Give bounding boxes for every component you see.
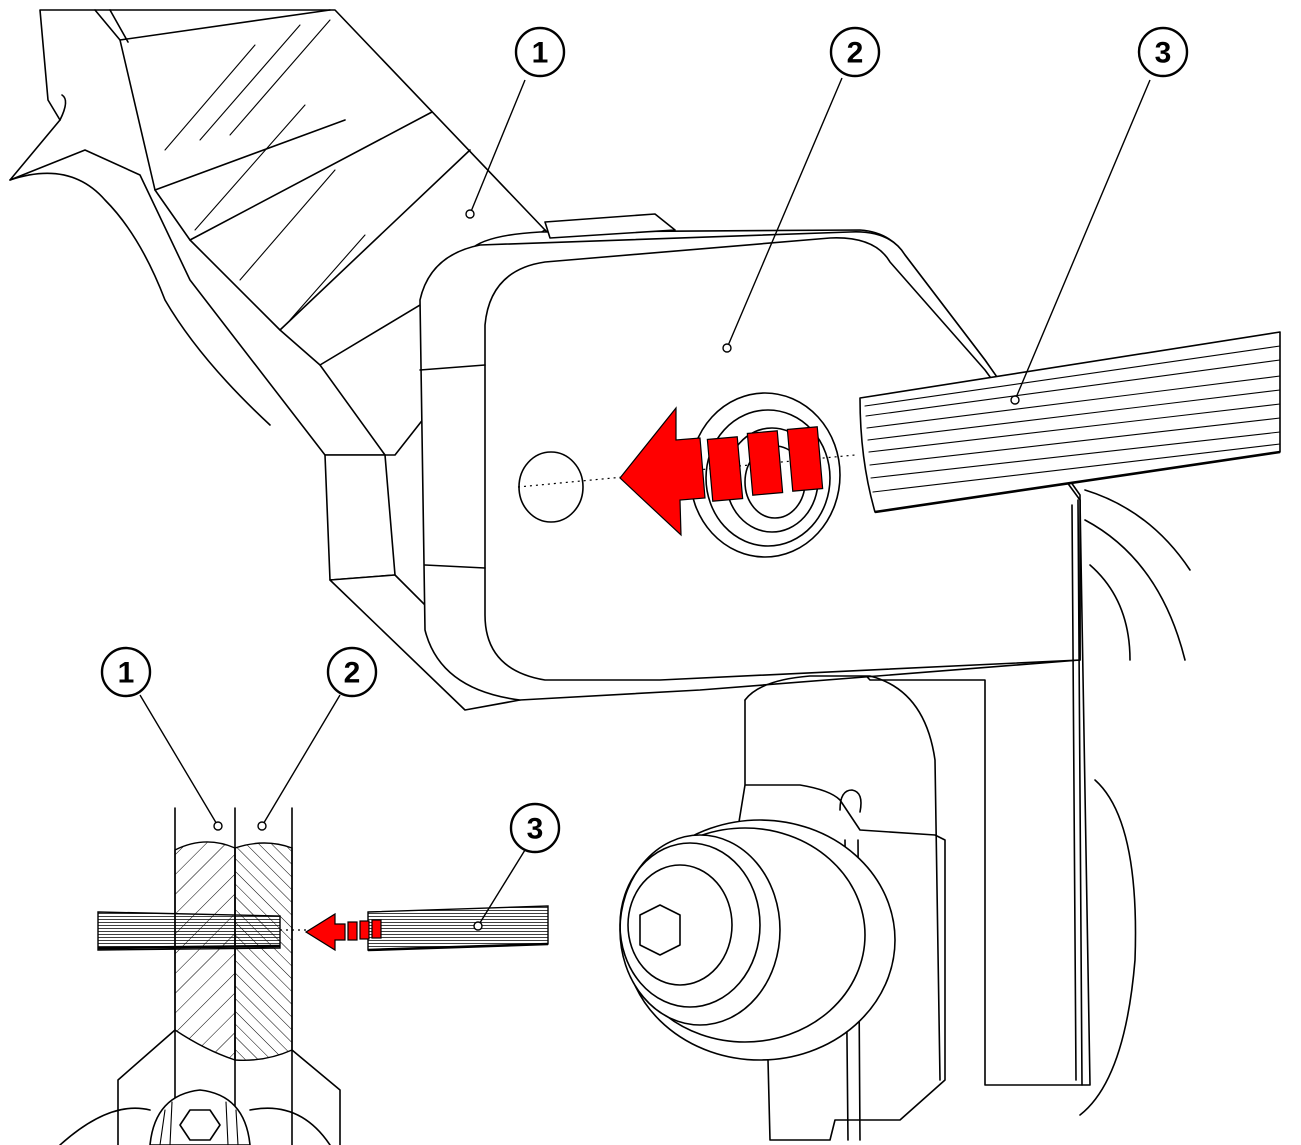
hex-bolt <box>619 819 896 1061</box>
file-tool-part-3 <box>859 331 1281 514</box>
callout-detail-3: 3 <box>473 802 561 931</box>
section-detail-view <box>59 807 549 1145</box>
hex-socket-icon <box>639 904 681 956</box>
svg-text:2: 2 <box>847 37 864 70</box>
detail-insertion-arrow <box>304 912 382 952</box>
insertion-arrow <box>619 406 824 537</box>
pin-hole <box>518 451 584 523</box>
callout-detail-2: 2 <box>257 646 378 831</box>
background-mechanism <box>1079 489 1191 1116</box>
callout-main-2: 2 <box>722 26 881 353</box>
svg-text:1: 1 <box>532 37 549 70</box>
svg-text:3: 3 <box>1155 37 1172 70</box>
svg-text:3: 3 <box>527 813 544 846</box>
svg-text:1: 1 <box>118 657 135 690</box>
callout-main-1: 1 <box>465 26 566 219</box>
callout-detail-1: 1 <box>100 646 223 831</box>
svg-text:2: 2 <box>344 657 361 690</box>
callout-main-3: 3 <box>1010 26 1189 405</box>
